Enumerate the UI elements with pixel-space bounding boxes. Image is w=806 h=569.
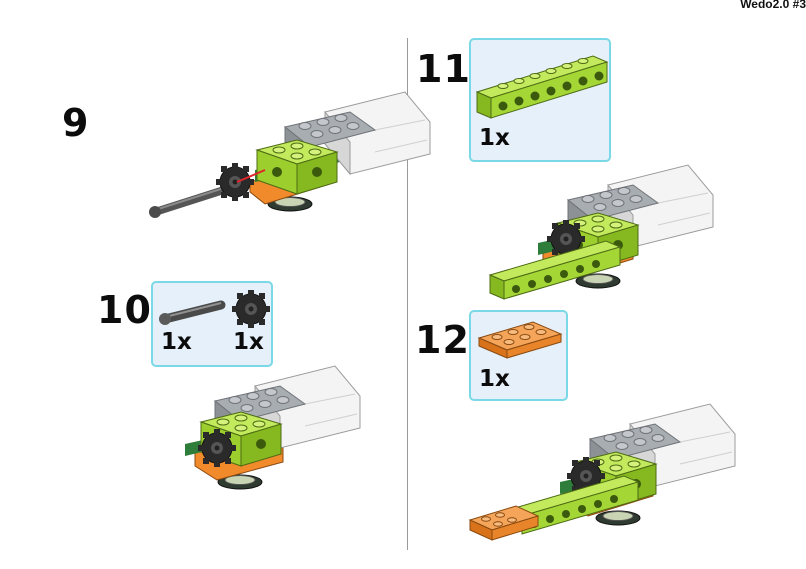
orange-plate-icon [477, 321, 563, 359]
step-10-illustration [184, 365, 361, 490]
step-12-parts-callout: 1x [469, 310, 568, 401]
step-11-parts-callout: 1x [469, 38, 611, 162]
gear-quantity: 1x [233, 329, 264, 355]
axle-icon [159, 300, 226, 325]
step-9-number: 9 [62, 101, 90, 145]
step-10-parts-callout: 1x 1x [151, 281, 273, 367]
lime-beam-quantity: 1x [479, 125, 510, 151]
step-12-number: 12 [415, 318, 470, 362]
step-9-illustration [149, 91, 431, 218]
page-header: Wedo2.0 #3 [740, 0, 806, 11]
orange-plate-quantity: 1x [479, 366, 510, 392]
step-12-illustration [468, 403, 736, 541]
axle-quantity: 1x [161, 329, 192, 355]
step-10-number: 10 [97, 288, 152, 332]
gear-icon [231, 289, 271, 329]
step-11-illustration [488, 164, 714, 300]
column-divider [407, 38, 408, 550]
lime-beam-icon [475, 55, 609, 119]
step-11-number: 11 [416, 47, 471, 91]
